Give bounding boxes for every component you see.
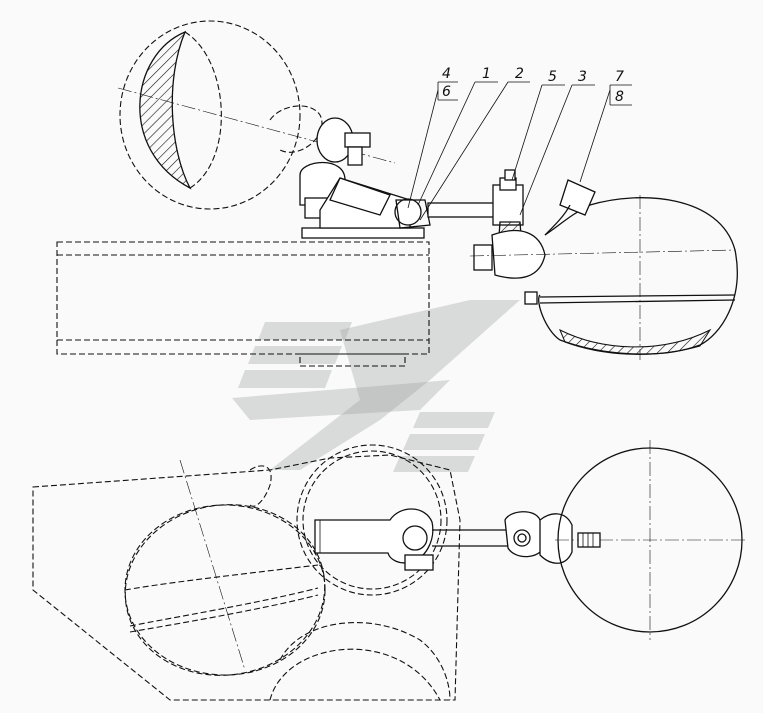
callout-6: 6 — [442, 84, 451, 100]
callout-7: 7 — [615, 69, 624, 85]
callout-4: 4 — [442, 66, 451, 82]
right-mirror-bottom-view — [555, 440, 745, 640]
callout-1: 1 — [482, 66, 491, 82]
callout-5: 5 — [548, 69, 557, 85]
cab-outline-bottom — [32, 454, 461, 701]
frame-structure-top — [56, 241, 430, 367]
connecting-rod — [427, 169, 546, 279]
mirror-bracket-left — [299, 117, 431, 239]
callout-8: 8 — [615, 89, 624, 105]
callout-leaders — [407, 81, 632, 221]
bracket-bottom-view — [314, 508, 573, 571]
left-mirror-alt-position — [117, 20, 396, 210]
watermark-logo — [232, 300, 520, 472]
hinge-circle-bottom — [296, 444, 448, 596]
callout-3: 3 — [578, 69, 587, 85]
callout-2: 2 — [515, 66, 524, 82]
right-mirror-top-view — [469, 179, 738, 360]
